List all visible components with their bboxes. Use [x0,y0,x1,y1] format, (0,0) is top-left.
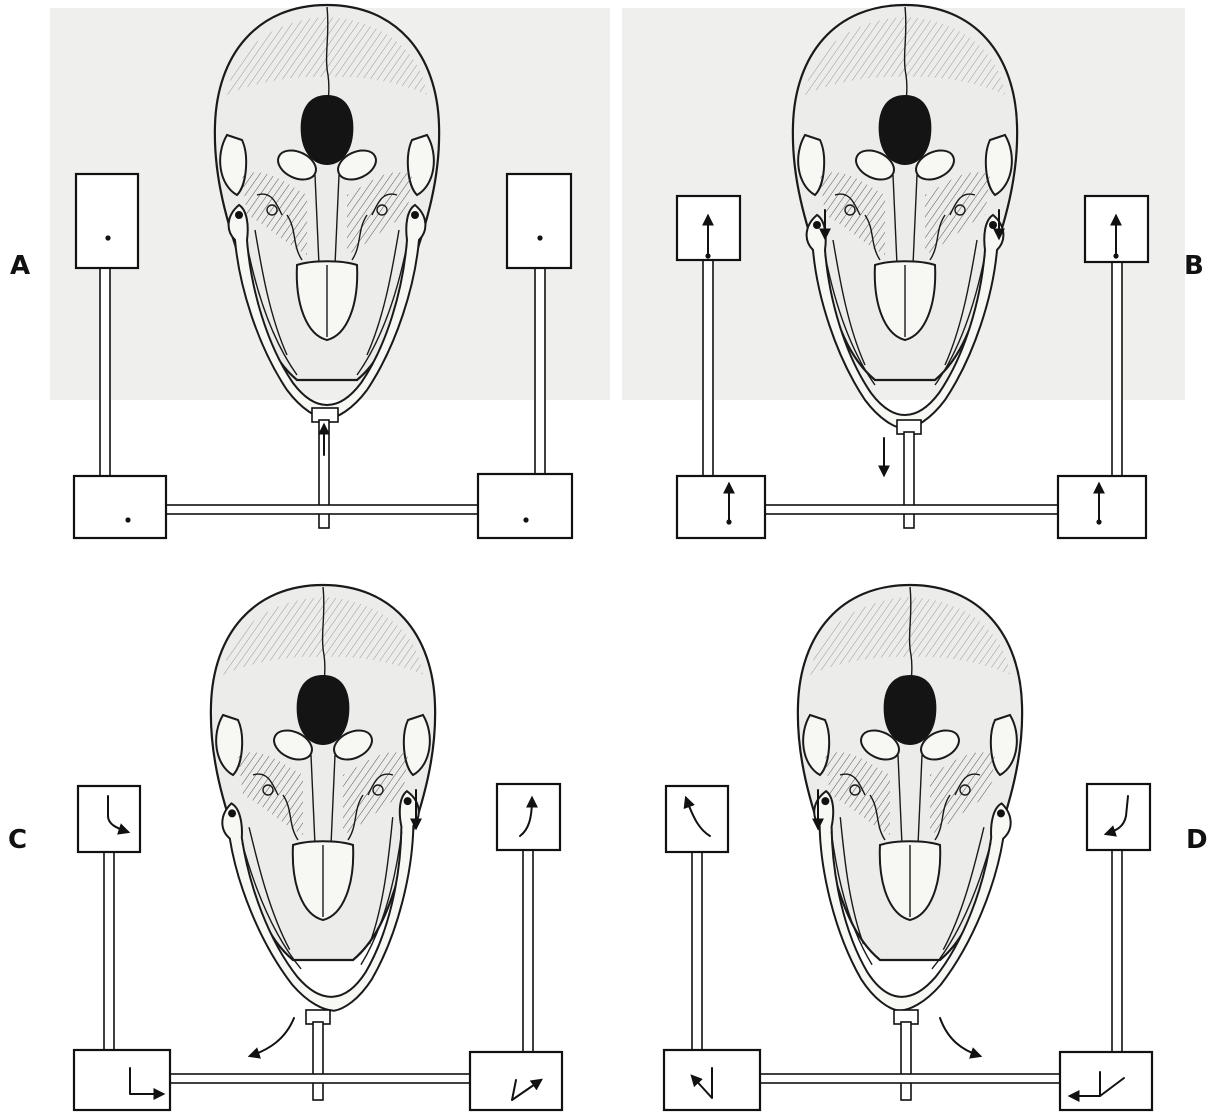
tracer-box-a-lower-right [478,474,572,538]
tracer-box-c-lower-left [74,1050,170,1110]
panel-label-b: B [1184,251,1204,281]
tracer-box-d-upper-left [666,786,728,852]
tracer-box-a-lower-left [74,476,166,538]
skull-c [211,585,435,1018]
panel-b: B [622,5,1204,538]
skull-d [798,585,1022,1018]
tracer-box-a-upper-right [507,174,571,268]
chin-pointer-d [894,1010,918,1100]
tracer-box-a-upper-left [76,174,138,268]
panel-d: D [664,585,1208,1110]
panel-label-a: A [10,251,30,281]
panel-label-d: D [1186,825,1208,855]
panel-label-c: C [8,825,27,855]
tracer-box-b-lower-left [677,476,765,538]
panel-c: C [8,585,562,1110]
tracer-box-b-lower-right [1058,476,1146,538]
tracer-box-d-lower-right [1060,1052,1152,1110]
panel-a: A [10,5,610,538]
chin-pointer-c [306,1010,330,1100]
tracer-box-c-upper-right [497,784,560,850]
tracer-box-d-upper-right [1087,784,1150,850]
